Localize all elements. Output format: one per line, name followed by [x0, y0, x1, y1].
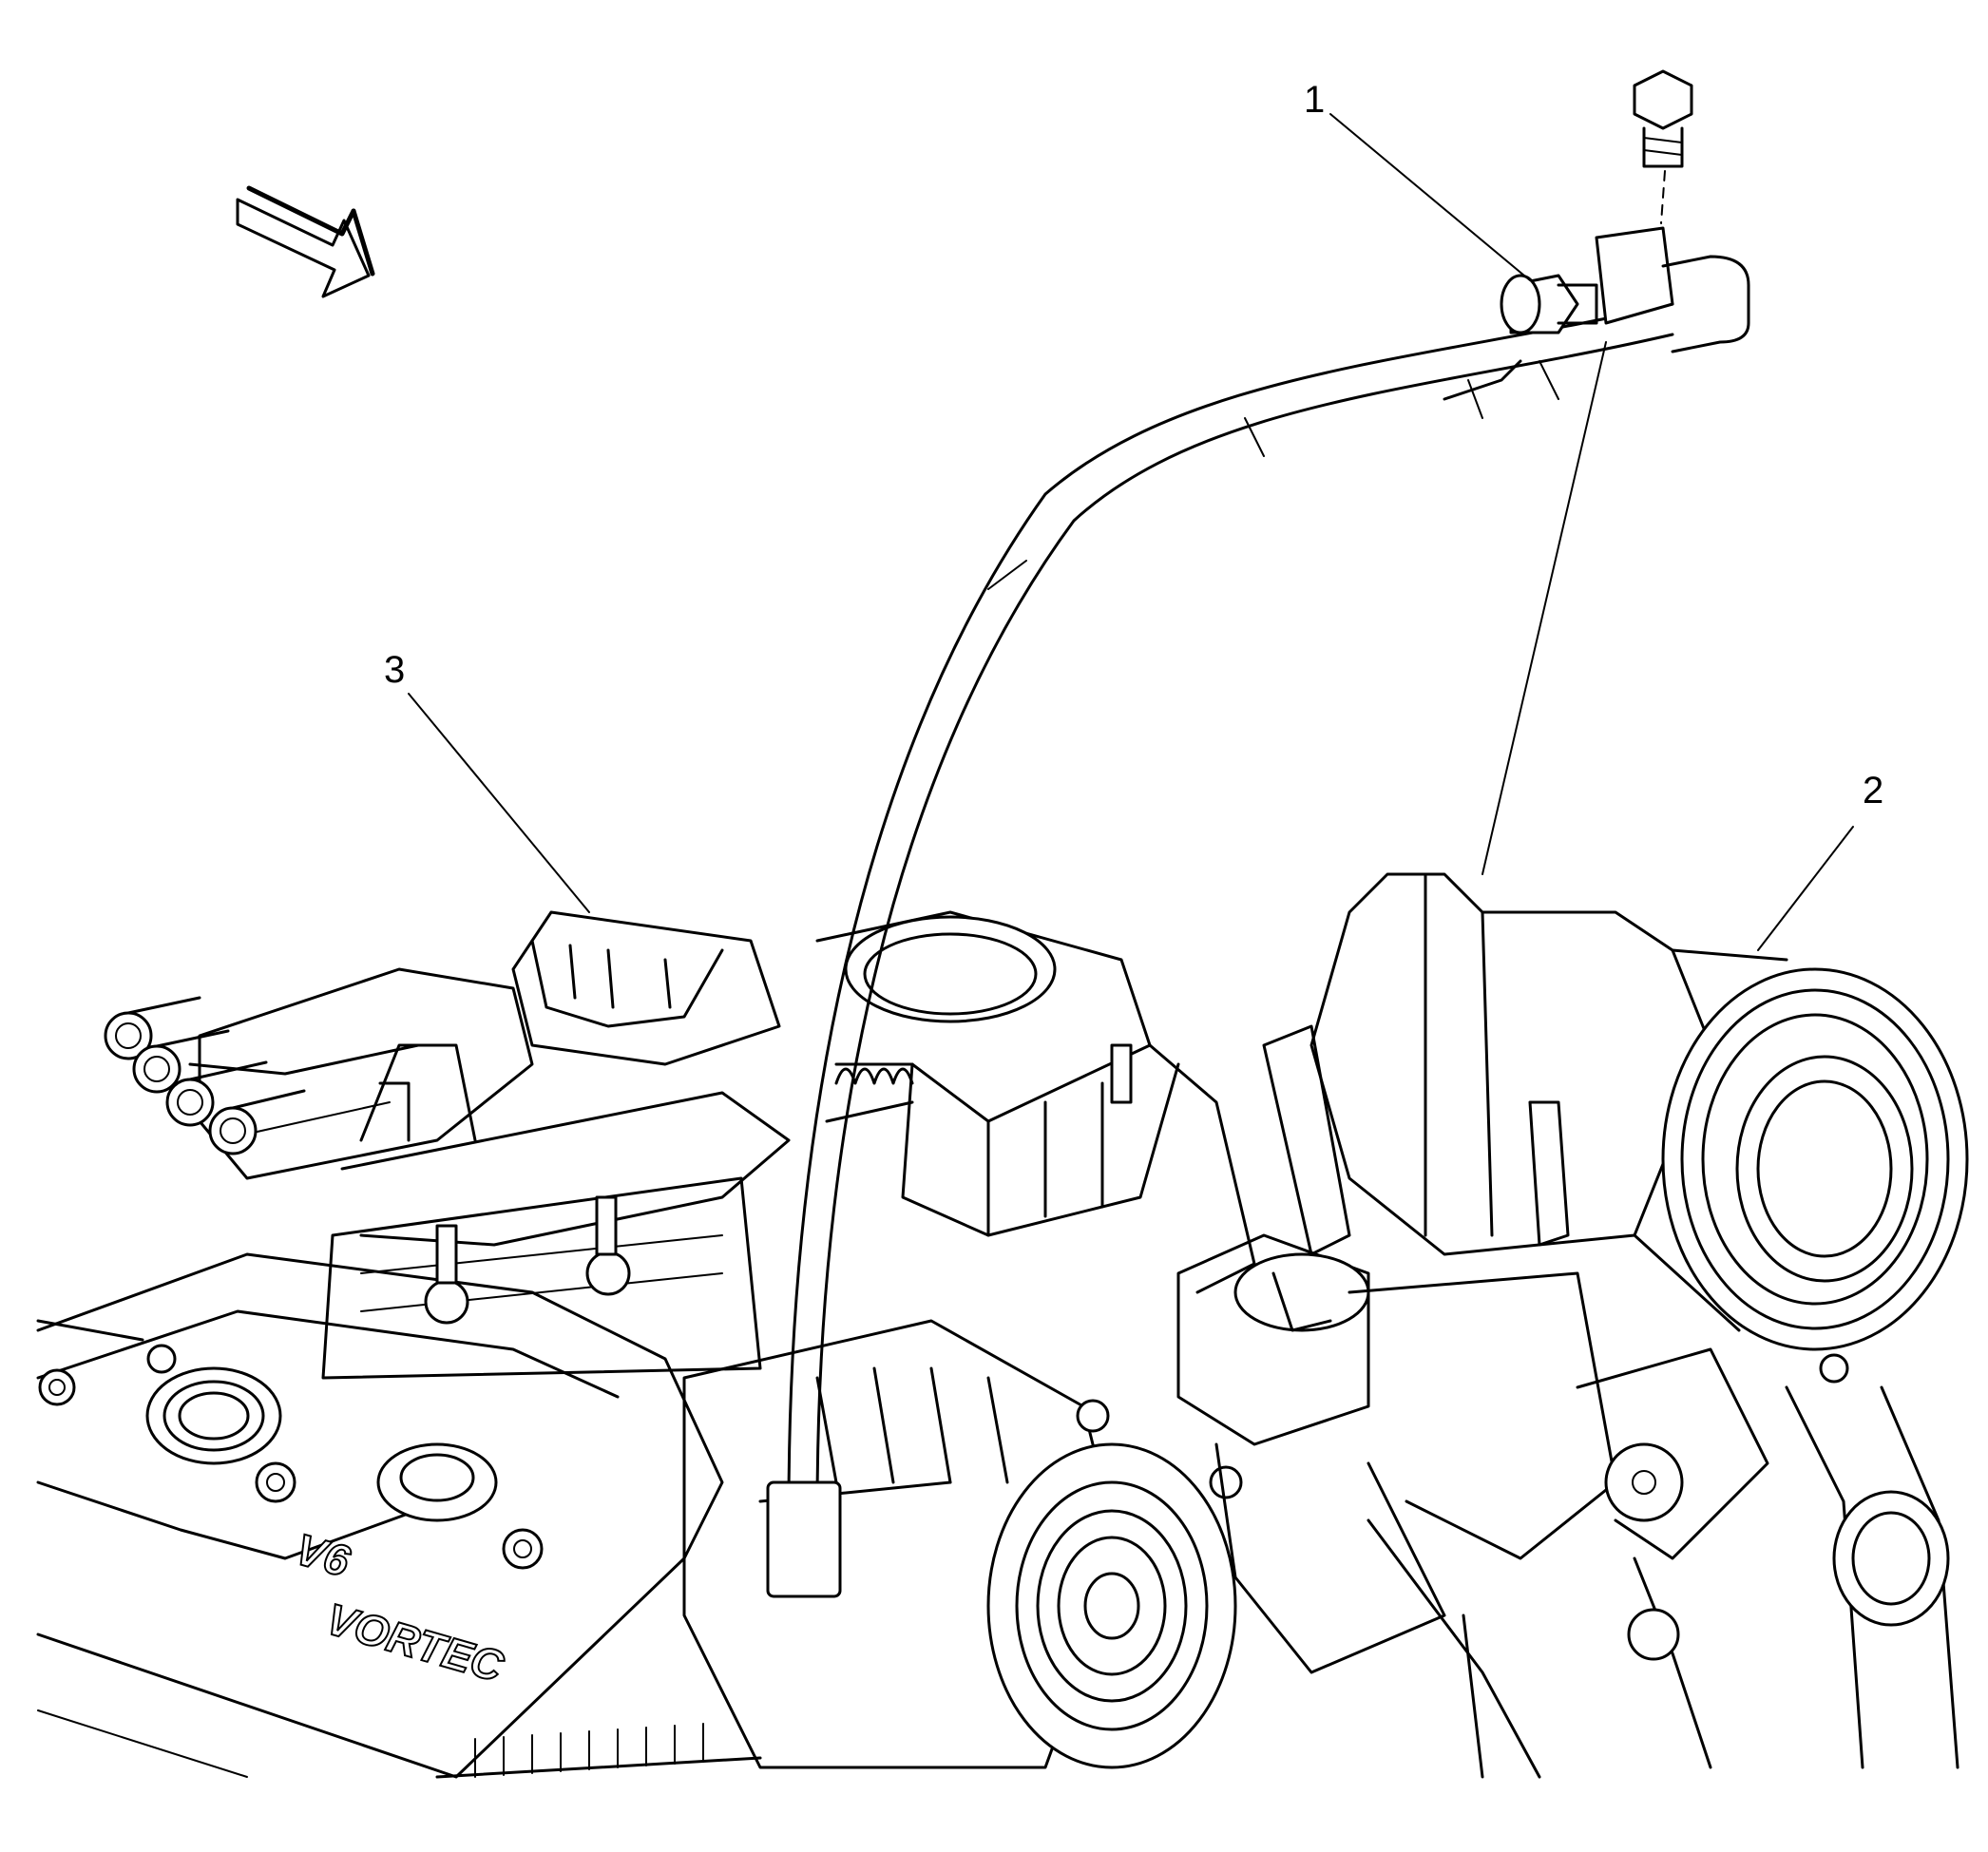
fitting-bolt — [1633, 69, 1693, 224]
bolt-alignment-line — [1481, 341, 1607, 875]
intake-plenum — [815, 910, 1256, 1294]
hose-block-fitting — [1595, 226, 1750, 353]
callout-2-label: 2 — [1863, 770, 1883, 811]
engine-cover-vortec-text: VORTEC — [321, 1594, 510, 1691]
ac-compressor — [1262, 872, 1969, 1351]
throttle-body — [321, 910, 791, 1380]
generator — [682, 1319, 1243, 1769]
callout-3-leader — [408, 693, 590, 913]
callout-1-label: 1 — [1304, 79, 1325, 121]
callout-3-label: 3 — [384, 649, 405, 691]
oil-filler-cap — [145, 1366, 282, 1465]
engine-bracket — [1348, 1271, 1959, 1769]
ac-hose — [766, 302, 1674, 1598]
iac-spring — [825, 1067, 914, 1123]
engine-cover-v6-text: V6 — [290, 1524, 355, 1587]
front-direction-arrow-icon — [236, 185, 375, 298]
cover-bolt — [38, 1344, 544, 1570]
engine-cover: V6 VORTEC — [36, 1252, 724, 1779]
oil-filter-housing — [1176, 1233, 1541, 1779]
callout-2-leader — [1757, 826, 1854, 951]
pressure-switch — [1500, 274, 1598, 334]
valve-cover-boss — [376, 1442, 498, 1522]
ignition-connectors — [104, 967, 534, 1180]
callout-1-leader — [1329, 113, 1531, 281]
radiator — [435, 1723, 762, 1779]
